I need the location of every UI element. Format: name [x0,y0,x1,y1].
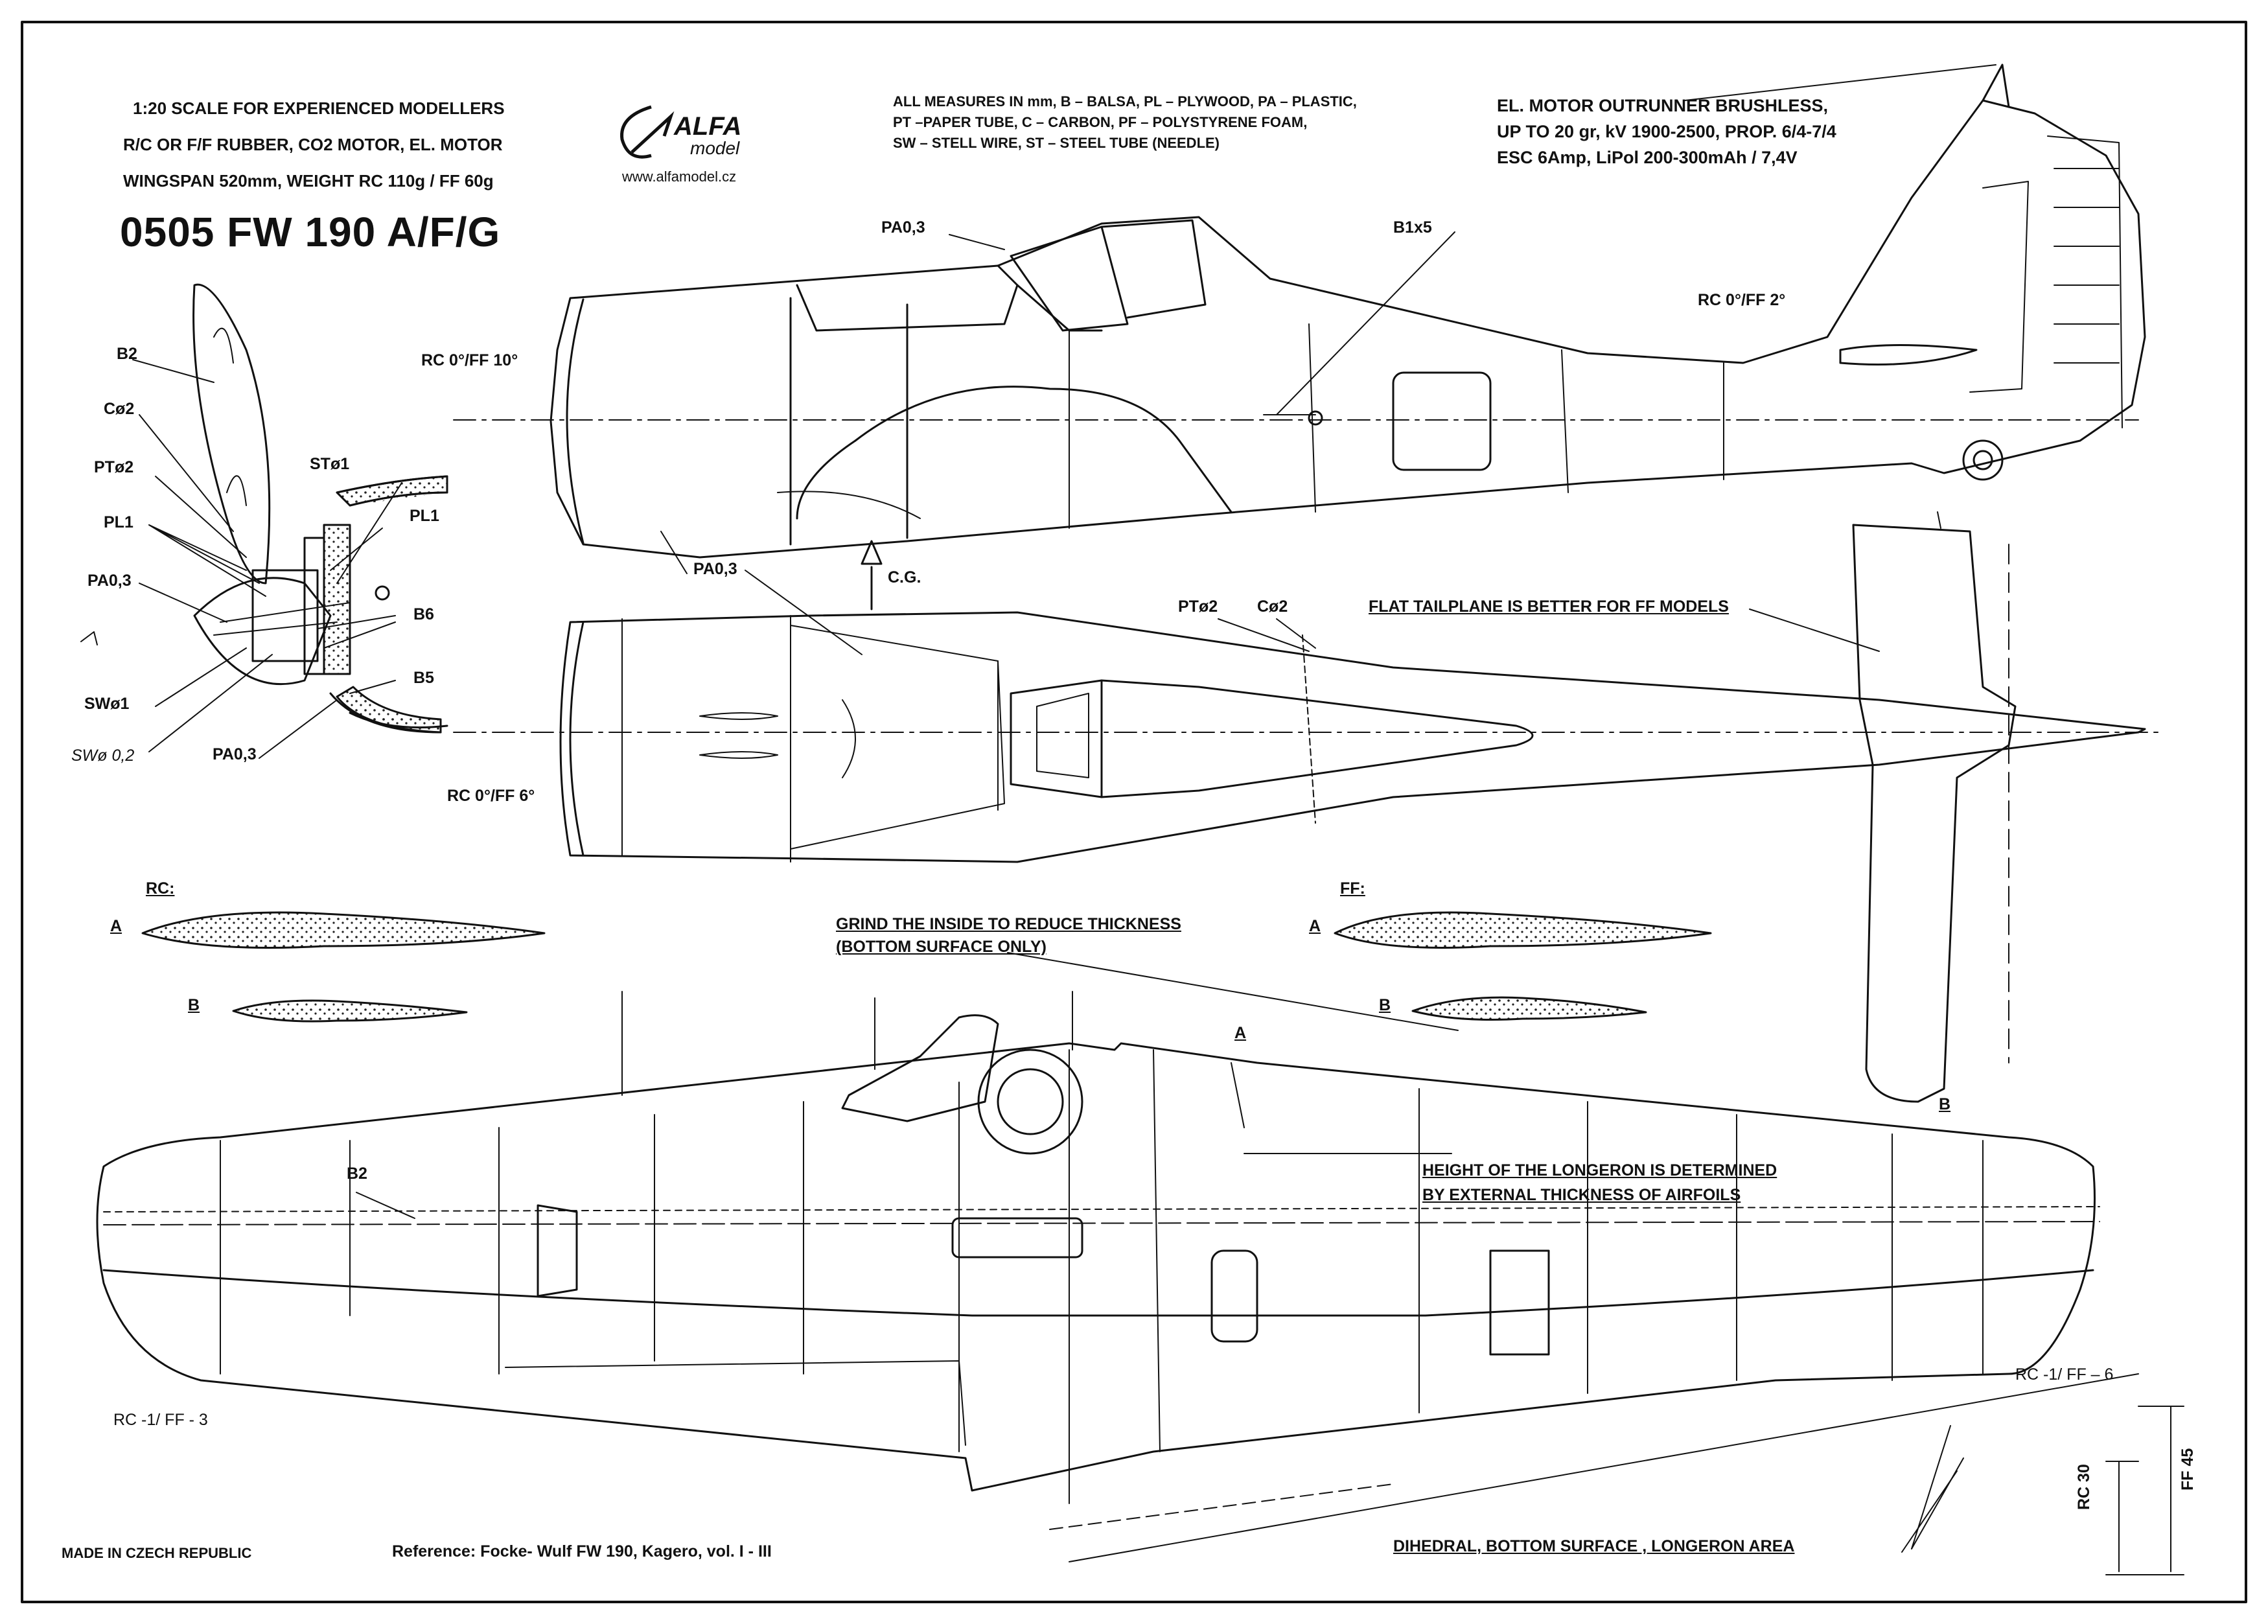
dihedral-note: DIHEDRAL, BOTTOM SURFACE , LONGERON AREA [1393,1537,1795,1555]
label-pl1-right: PL1 [410,507,439,525]
label-b2-prop: B2 [117,345,137,363]
sheet-border [21,21,2247,1603]
motor-line-2: UP TO 20 gr, kV 1900-2500, PROP. 6/4-7/4 [1497,122,1836,141]
label-rc-ff-6: RC 0°/FF 6° [447,787,535,805]
logo-brand: ALFA [674,112,742,141]
nose-detail [80,283,448,734]
materials-line-2: PT –PAPER TUBE, C – CARBON, PF – POLYSTY… [893,114,1308,130]
airfoils [141,911,1712,1023]
dihedral-dimension [1911,1406,2184,1575]
label-ff-sec-a: A [1309,917,1321,935]
motor-line-1: EL. MOTOR OUTRUNNER BRUSHLESS, [1497,96,1829,115]
label-pa03-mid: PA0,3 [693,560,737,578]
top-view-fuselage [453,511,2158,1103]
logo-website: www.alfamodel.cz [622,168,737,185]
label-rc-airfoil: RC: [146,879,175,898]
cg-arrow [861,540,883,610]
label-pl1-left: PL1 [104,513,133,531]
rc-airfoil-a [141,911,546,949]
label-rc-sec-b: B [188,996,200,1014]
ff-airfoil-b [1411,996,1647,1021]
label-flat-tail: FLAT TAILPLANE IS BETTER FOR FF MODELS [1369,597,1729,616]
alfa-logo: ALFA model [612,91,761,175]
label-sw02: SWø 0,2 [71,747,135,765]
label-c2: Cø2 [104,400,135,418]
label-pa03-top: PA0,3 [881,218,925,237]
grind-note-2: (BOTTOM SURFACE ONLY) [836,938,1047,956]
leader-lines [132,64,1996,1553]
label-pa03-bottom: PA0,3 [213,745,257,763]
specs-line: WINGSPAN 520mm, WEIGHT RC 110g / FF 60g [123,171,494,191]
label-wing-sec-a: A [1234,1024,1247,1042]
label-rc-ff-2: RC 0°/FF 2° [1698,291,1786,309]
reference-note: Reference: Focke- Wulf FW 190, Kagero, v… [392,1542,772,1560]
logo-sub: model [690,138,740,158]
side-view-fuselage [453,64,2146,559]
label-ff-sec-b: B [1379,996,1391,1014]
rc-airfoil-b [232,999,468,1023]
label-rc-sec-a: A [110,917,122,935]
materials-line-3: SW – STELL WIRE, ST – STEEL TUBE (NEEDLE… [893,135,1220,151]
label-b6: B6 [413,605,434,623]
label-rc-ff-10: RC 0°/FF 10° [421,351,518,369]
label-wing-sec-b: B [1939,1095,1951,1113]
power-line: R/C OR F/F RUBBER, CO2 MOTOR, EL. MOTOR [123,135,503,154]
scale-line: 1:20 SCALE FOR EXPERIENCED MODELLERS [133,99,505,118]
label-c2-top: Cø2 [1257,597,1288,616]
label-wing-b2: B2 [347,1165,367,1183]
ff-airfoil-a [1334,911,1712,949]
label-ff45: FF 45 [2179,1448,2197,1491]
label-rc30: RC 30 [2075,1464,2093,1510]
label-pa03-nose: PA0,3 [87,572,132,590]
longeron-note-1: HEIGHT OF THE LONGERON IS DETERMINED [1422,1161,1777,1179]
wing-plan [96,991,2139,1562]
grind-note-1: GRIND THE INSIDE TO REDUCE THICKNESS [836,915,1181,933]
longeron-note-2: BY EXTERNAL THICKNESS OF AIRFOILS [1422,1186,1741,1204]
materials-line-1: ALL MEASURES IN mm, B – BALSA, PL – PLYW… [893,93,1357,110]
motor-line-3: ESC 6Amp, LiPol 200-300mAh / 7,4V [1497,148,1798,167]
label-sw1: SWø1 [84,695,130,713]
made-in: MADE IN CZECH REPUBLIC [62,1545,252,1561]
alfa-logo-mark [620,105,675,159]
label-b5: B5 [413,669,434,687]
page-title: 0505 FW 190 A/F/G [120,209,501,255]
label-rc-ff-left: RC -1/ FF - 3 [113,1411,208,1429]
label-pt2-top: PTø2 [1178,597,1218,616]
label-b1x5: B1x5 [1393,218,1432,237]
label-st1: STø1 [310,455,350,473]
label-rc-ff-right: RC -1/ FF – 6 [2015,1365,2114,1384]
label-ff-airfoil: FF: [1340,879,1365,898]
label-pt2: PTø2 [94,458,134,476]
label-cg: C.G. [888,568,921,586]
